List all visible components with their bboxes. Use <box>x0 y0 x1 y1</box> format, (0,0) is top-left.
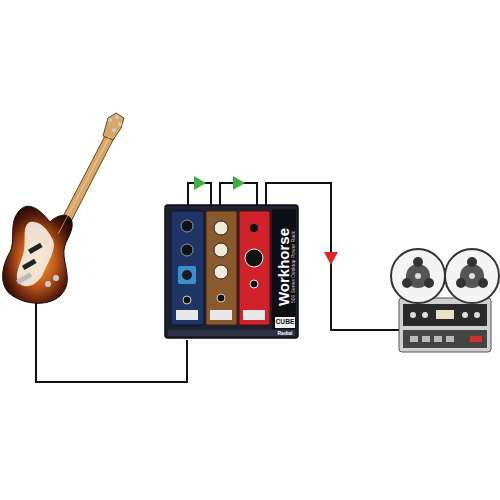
brand-title: Workhorse <box>276 228 291 306</box>
signal-arrow <box>324 252 338 265</box>
bass-guitar <box>3 113 124 303</box>
signal-arrow <box>194 176 206 190</box>
tape-recorder <box>391 249 499 352</box>
cable <box>36 183 402 382</box>
maker-logo: Radial <box>277 331 292 336</box>
signal-arrow <box>233 176 245 190</box>
rack-node: Workhorse500 Series Desktop Power RackCU… <box>165 205 298 338</box>
power-rack <box>165 205 298 338</box>
model-badge: CUBE <box>276 319 295 326</box>
product-subtitle: 500 Series Desktop Power Rack <box>291 231 296 303</box>
